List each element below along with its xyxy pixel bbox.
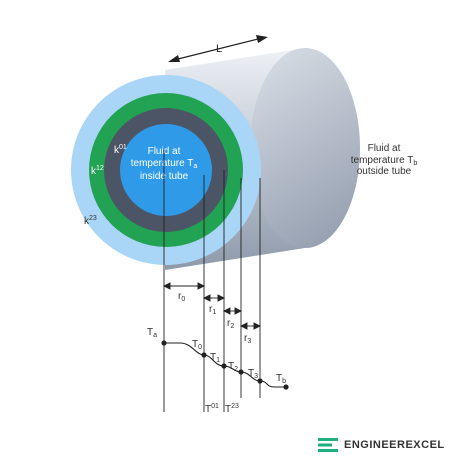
brand-logo: ENGINEEREXCEL [318, 438, 445, 452]
tube-cross-section [71, 75, 261, 265]
inner-fluid-line2: temperature T [131, 158, 194, 169]
length-arrow [168, 35, 268, 62]
outer-fluid-line2: temperature T [351, 155, 414, 166]
svg-text:r3: r3 [244, 333, 251, 345]
node-t1 [221, 363, 227, 369]
svg-text:Fluid at: Fluid at [368, 143, 401, 154]
ta-base: T [147, 327, 153, 338]
node-t3 [257, 378, 263, 384]
r0-base: r [178, 291, 182, 302]
svg-text:k01: k01 [114, 144, 127, 156]
radius-arrows [162, 282, 262, 330]
t2-sub: 2 [234, 366, 238, 373]
r2-sub: 2 [230, 323, 234, 330]
length-label: L [216, 43, 222, 55]
k01-base: k [114, 145, 120, 156]
outer-fluid-line3: outside tube [357, 166, 412, 177]
t3-sub: 3 [254, 373, 258, 380]
temperature-profile [164, 342, 286, 388]
t1-base: T [210, 352, 216, 363]
tb-sub: b [282, 378, 286, 385]
t1-sub: 1 [216, 357, 220, 364]
k12-sup: 12 [96, 165, 104, 172]
svg-text:T3: T3 [248, 368, 258, 380]
svg-text:r2: r2 [227, 318, 234, 330]
r3-base: r [244, 333, 248, 344]
t2-base: T [228, 361, 234, 372]
r1-sub: 1 [212, 309, 216, 316]
node-tb [283, 384, 289, 390]
svg-text:T0: T0 [192, 339, 202, 351]
svg-text:k23: k23 [84, 215, 97, 227]
radius-guides [163, 150, 261, 412]
k23-sup: 23 [89, 215, 97, 222]
svg-text:Ta: Ta [147, 327, 157, 339]
svg-text:r1: r1 [209, 304, 216, 316]
r1-base: r [209, 304, 213, 315]
t01-base: T [205, 404, 211, 415]
outer-fluid-sub: b [413, 160, 417, 167]
brand-mark-icon [318, 438, 338, 452]
svg-text:T23: T23 [225, 403, 239, 415]
svg-text:k12: k12 [91, 165, 104, 177]
k01-sup: 01 [119, 144, 127, 151]
r0-sub: 0 [181, 296, 185, 303]
t0-sub: 0 [198, 344, 202, 351]
svg-text:T1: T1 [210, 352, 220, 364]
svg-text:r0: r0 [178, 291, 185, 303]
t0-base: T [192, 339, 198, 350]
temperature-nodes [161, 340, 289, 390]
t01-sup: 01 [211, 403, 219, 410]
r3-sub: 3 [247, 338, 251, 345]
k23-base: k [84, 216, 90, 227]
node-ta [161, 340, 167, 346]
t23-base: T [225, 404, 231, 415]
t23-sup: 23 [231, 403, 239, 410]
node-t0 [201, 352, 207, 358]
tb-base: T [276, 373, 282, 384]
inner-fluid [120, 124, 212, 216]
svg-text:T2: T2 [228, 361, 238, 373]
svg-text:temperature Tb: temperature Tb [351, 155, 418, 167]
svg-text:outside tube: outside tube [357, 166, 412, 177]
ta-sub: a [153, 332, 157, 339]
svg-text:T01: T01 [205, 403, 219, 415]
svg-text:temperature Ta: temperature Ta [131, 158, 198, 170]
brand-name: ENGINEEREXCEL [344, 439, 445, 451]
k12-base: k [91, 166, 97, 177]
inner-fluid-sub: a [193, 163, 197, 170]
node-t2 [238, 369, 244, 375]
outer-fluid-line1: Fluid at [368, 143, 401, 154]
r2-base: r [227, 318, 231, 329]
t3-base: T [248, 368, 254, 379]
svg-text:Tb: Tb [276, 373, 286, 385]
